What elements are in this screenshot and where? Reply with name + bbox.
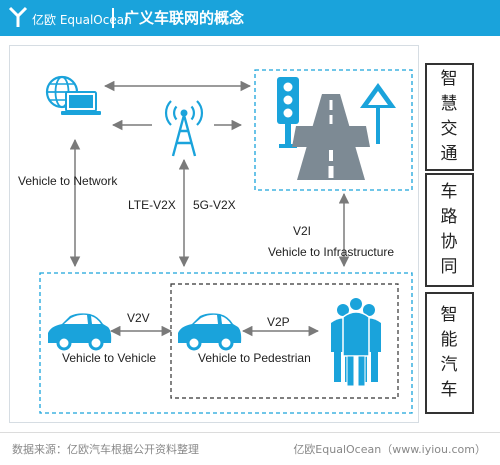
side-panel-char: 能 <box>440 330 459 350</box>
footer-source: 数据来源：亿欧汽车根据公开资料整理 <box>12 443 199 456</box>
side-panel-char: 交 <box>440 119 459 139</box>
header-bar: 亿欧 EqualOcean 广义车联网的概念 <box>0 0 500 36</box>
diagram-frame <box>9 45 419 423</box>
side-panel-smart-traffic: 智 慧 交 通 <box>425 63 474 171</box>
footer-brand: 亿欧EqualOcean（www.iyiou.com） <box>293 443 486 456</box>
globe-laptop-icon <box>45 75 101 115</box>
label-lte-v2x: LTE-V2X <box>128 198 176 212</box>
footer-divider <box>0 432 500 433</box>
label-vehicle-to-pedestrian: Vehicle to Pedestrian <box>198 351 311 365</box>
side-panel-char: 同 <box>440 257 459 277</box>
side-panel-smart-vehicle: 智 能 汽 车 <box>425 292 474 414</box>
pedestrian-box <box>170 283 399 399</box>
road-icon <box>292 94 370 180</box>
side-panel-char: 汽 <box>440 355 459 375</box>
label-5g-v2x: 5G-V2X <box>193 198 236 212</box>
signal-tower-icon <box>164 100 204 157</box>
label-vehicle-to-infrastructure: Vehicle to Infrastructure <box>268 245 395 259</box>
label-v2i: V2I <box>293 224 312 238</box>
side-panel-char: 通 <box>440 144 459 164</box>
side-panel-char: 智 <box>440 69 459 89</box>
side-panel-char: 协 <box>440 232 459 252</box>
label-vehicle-to-vehicle: Vehicle to Vehicle <box>62 351 157 365</box>
side-panel-char: 车 <box>440 182 459 202</box>
logo-text: 亿欧 EqualOcean <box>32 13 132 27</box>
label-v2p: V2P <box>267 315 290 329</box>
label-v2v: V2V <box>127 311 150 325</box>
pedestrians-icon <box>331 298 381 387</box>
connection-arrows <box>69 80 350 337</box>
car-icon <box>178 313 242 351</box>
car-icon <box>48 313 112 351</box>
vehicles-box <box>39 272 413 414</box>
traffic-light-icon <box>277 77 299 148</box>
side-panel-char: 车 <box>440 380 459 400</box>
logo-icon <box>8 6 28 27</box>
brand-logo: 亿欧 EqualOcean <box>8 6 132 30</box>
side-panel-char: 路 <box>440 207 459 227</box>
page-title: 广义车联网的概念 <box>124 9 245 27</box>
header-divider <box>112 8 114 28</box>
side-panel-char: 智 <box>440 305 459 325</box>
infrastructure-box <box>254 69 413 191</box>
label-vehicle-to-network: Vehicle to Network <box>18 174 118 188</box>
side-panel-char: 慧 <box>440 94 459 114</box>
warning-sign-icon <box>360 83 396 144</box>
side-panel-vehicle-road-coordination: 车 路 协 同 <box>425 173 474 287</box>
